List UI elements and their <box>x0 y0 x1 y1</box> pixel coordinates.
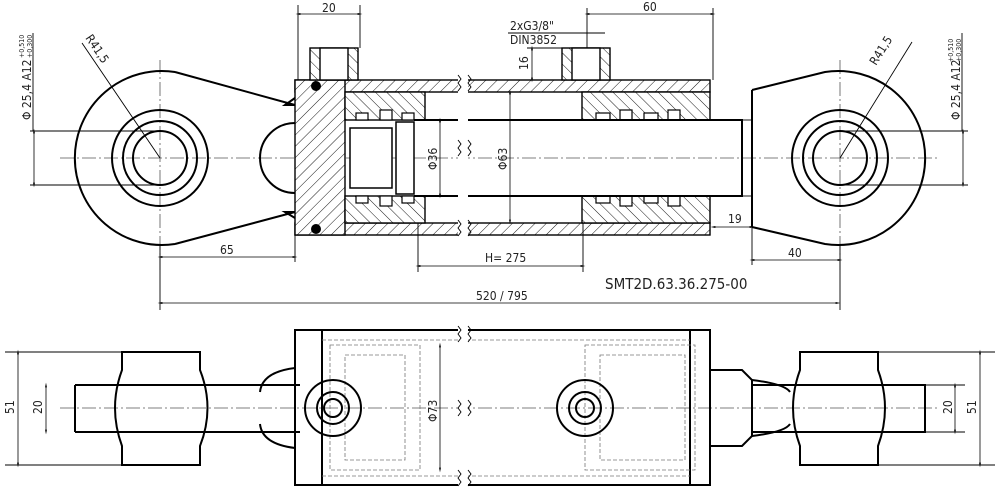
eye-radius-right: R41,5 <box>867 33 896 67</box>
dim-rod-gap: 19 <box>728 212 742 226</box>
port-standard-label: DIN3852 <box>510 33 557 47</box>
tube-diameter: Φ73 <box>426 400 440 422</box>
part-number: SMT2D.63.36.275-00 <box>605 275 747 293</box>
dim-rod-port: 60 <box>643 0 657 14</box>
port-thread-label: 2xG3/8" <box>510 19 554 33</box>
stroke-dimension: H= 275 <box>485 251 526 265</box>
eye-width-right: 51 <box>965 400 979 414</box>
left-rod-eye <box>73 70 296 246</box>
pin-tol-upper-left: +0,510 <box>18 35 26 58</box>
rod-diameter: Φ36 <box>426 148 440 170</box>
pin-tol-lower-right: +0,300 <box>955 39 963 62</box>
bore-diameter: Φ63 <box>496 148 510 170</box>
pin-tol-upper-right: +0,510 <box>947 39 955 62</box>
pin-diameter-right: Φ 25,4 A12 <box>949 60 963 121</box>
dim-left-eye: 65 <box>220 243 234 257</box>
dim-right-eye: 40 <box>788 246 802 260</box>
eye-radius-left: R41,5 <box>83 32 112 66</box>
rod-width-left: 20 <box>31 400 45 414</box>
rod-width-right: 20 <box>941 400 955 414</box>
top-view: 20 60 2xG3/8" DIN3852 16 R41,5 R41,5 Φ 2… <box>18 0 968 310</box>
pin-diameter-left: Φ 25,4 A12 <box>20 60 34 121</box>
cylinder-tube <box>294 47 711 245</box>
bottom-view: 51 20 Φ73 51 20 <box>3 325 995 490</box>
dimensions-top: 20 60 2xG3/8" DIN3852 16 R41,5 R41,5 Φ 2… <box>18 0 968 310</box>
dim-port-height: 16 <box>517 56 531 70</box>
eye-width-left: 51 <box>3 400 17 414</box>
pin-tol-lower-left: +0,300 <box>26 35 34 58</box>
overall-length: 520 / 795 <box>476 289 528 303</box>
dim-port-offset: 20 <box>322 1 336 15</box>
